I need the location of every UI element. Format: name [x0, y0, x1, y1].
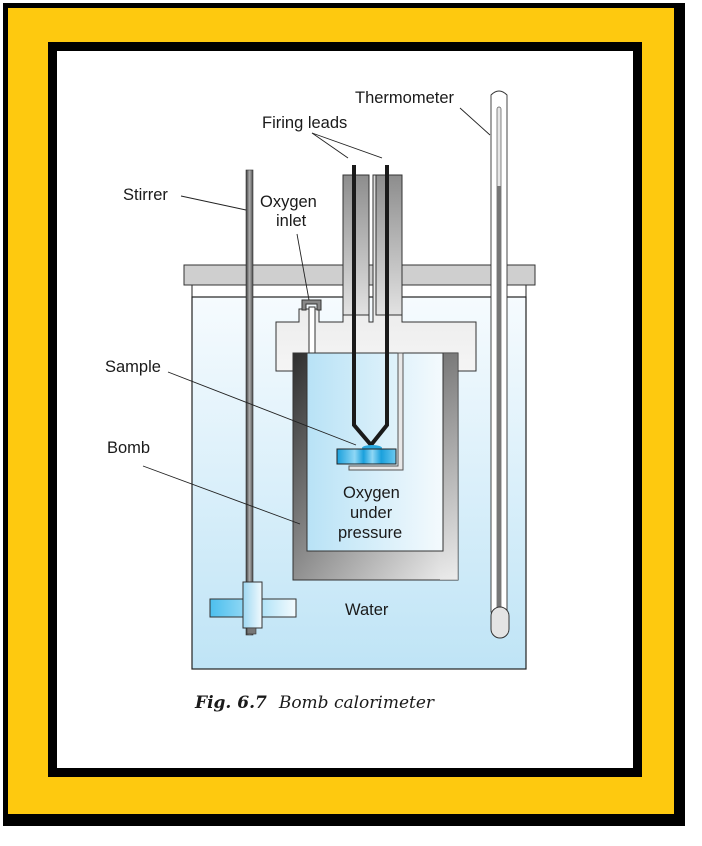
label-oxygen-under-pressure-line1: Oxygen: [343, 484, 400, 502]
label-oxygen-under-pressure-line3: pressure: [338, 524, 402, 542]
label-oxygen-inlet-line2: inlet: [276, 212, 307, 230]
firing-leads: [352, 165, 389, 449]
figure-caption: Fig. 6.7 Bomb calorimeter: [194, 693, 435, 713]
leader-bomb: [142, 465, 301, 525]
label-oxygen-under-pressure-line2: under: [350, 504, 393, 522]
leader-firing-lead-right: [311, 132, 383, 159]
leader-thermometer: [459, 107, 491, 136]
leader-sample: [167, 371, 357, 446]
stirrer: [209, 169, 297, 636]
sample-cup: [336, 445, 397, 465]
leader-stirrer: [180, 195, 247, 211]
label-thermometer: Thermometer: [355, 89, 455, 107]
label-stirrer: Stirrer: [123, 186, 168, 204]
sample-holder: [348, 352, 404, 471]
label-water: Water: [345, 601, 389, 619]
leader-lines: [142, 107, 491, 525]
label-bomb: Bomb: [107, 439, 150, 457]
label-firing-leads: Firing leads: [262, 114, 347, 132]
bomb-body: [292, 352, 459, 581]
thermometer: [490, 90, 510, 639]
figure-title: Bomb calorimeter: [278, 693, 435, 713]
leader-oxygen-inlet: [296, 233, 310, 301]
oxygen-inlet: [301, 299, 322, 354]
leader-firing-lead-left: [311, 132, 349, 159]
figure-number: Fig. 6.7: [194, 693, 267, 713]
label-sample: Sample: [105, 358, 161, 376]
label-oxygen-inlet-line1: Oxygen: [260, 193, 317, 211]
